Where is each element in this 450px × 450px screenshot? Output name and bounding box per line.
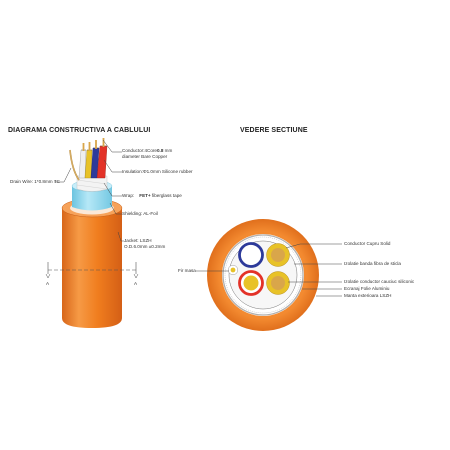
insulated-cores <box>78 145 108 179</box>
section-cores <box>238 242 290 296</box>
section-mark-right: A <box>134 281 138 286</box>
section-drain-wire <box>227 264 239 276</box>
jacket-label: Jacket: LSZH O.D.6.0mm ±0.2mm <box>124 238 166 249</box>
cable-jacket <box>61 198 123 328</box>
left-leader-lines <box>54 139 124 242</box>
conductor-label: Conductor:4Core0.8 mm diameter Bare Copp… <box>122 148 173 159</box>
section-foil-shield <box>222 234 304 316</box>
shielding-label: Shielding: AL-Foil <box>122 211 158 216</box>
wrap-label: Wrap: FET+ fiberglass tape <box>122 193 182 198</box>
manta-label: Manta exterioara LSZH <box>344 293 392 298</box>
izolatie-conductor-label: Izolatie conductor cauciuc siliconic <box>344 279 415 284</box>
izolatie-banda-label: Izolatie banda fibra de sticla <box>344 261 401 266</box>
insulation-label: Insulation:Φ1.0mm Silicone rubber <box>122 169 193 174</box>
right-diagram-title: VEDERE SECTIUNE <box>240 127 308 134</box>
bare-copper-conductors <box>82 138 105 151</box>
conductor-cupru-label: Conductor Cupru Solid <box>344 241 391 246</box>
drain-wire-label: Drain Wire: 1*0.8mm TC <box>10 179 60 184</box>
section-cut-lines <box>45 262 139 279</box>
ecranaj-label: Ecranaj Folie Aluminiu <box>344 286 390 291</box>
fiberglass-wrap <box>76 175 108 192</box>
left-diagram-title: DIAGRAMA CONSTRUCTIVA A CABLULUI <box>8 127 151 134</box>
fir-masa-label: Fir masa <box>178 268 196 273</box>
section-mark-left: A <box>46 281 50 286</box>
drain-wire <box>69 149 80 181</box>
right-leader-lines <box>196 243 342 297</box>
